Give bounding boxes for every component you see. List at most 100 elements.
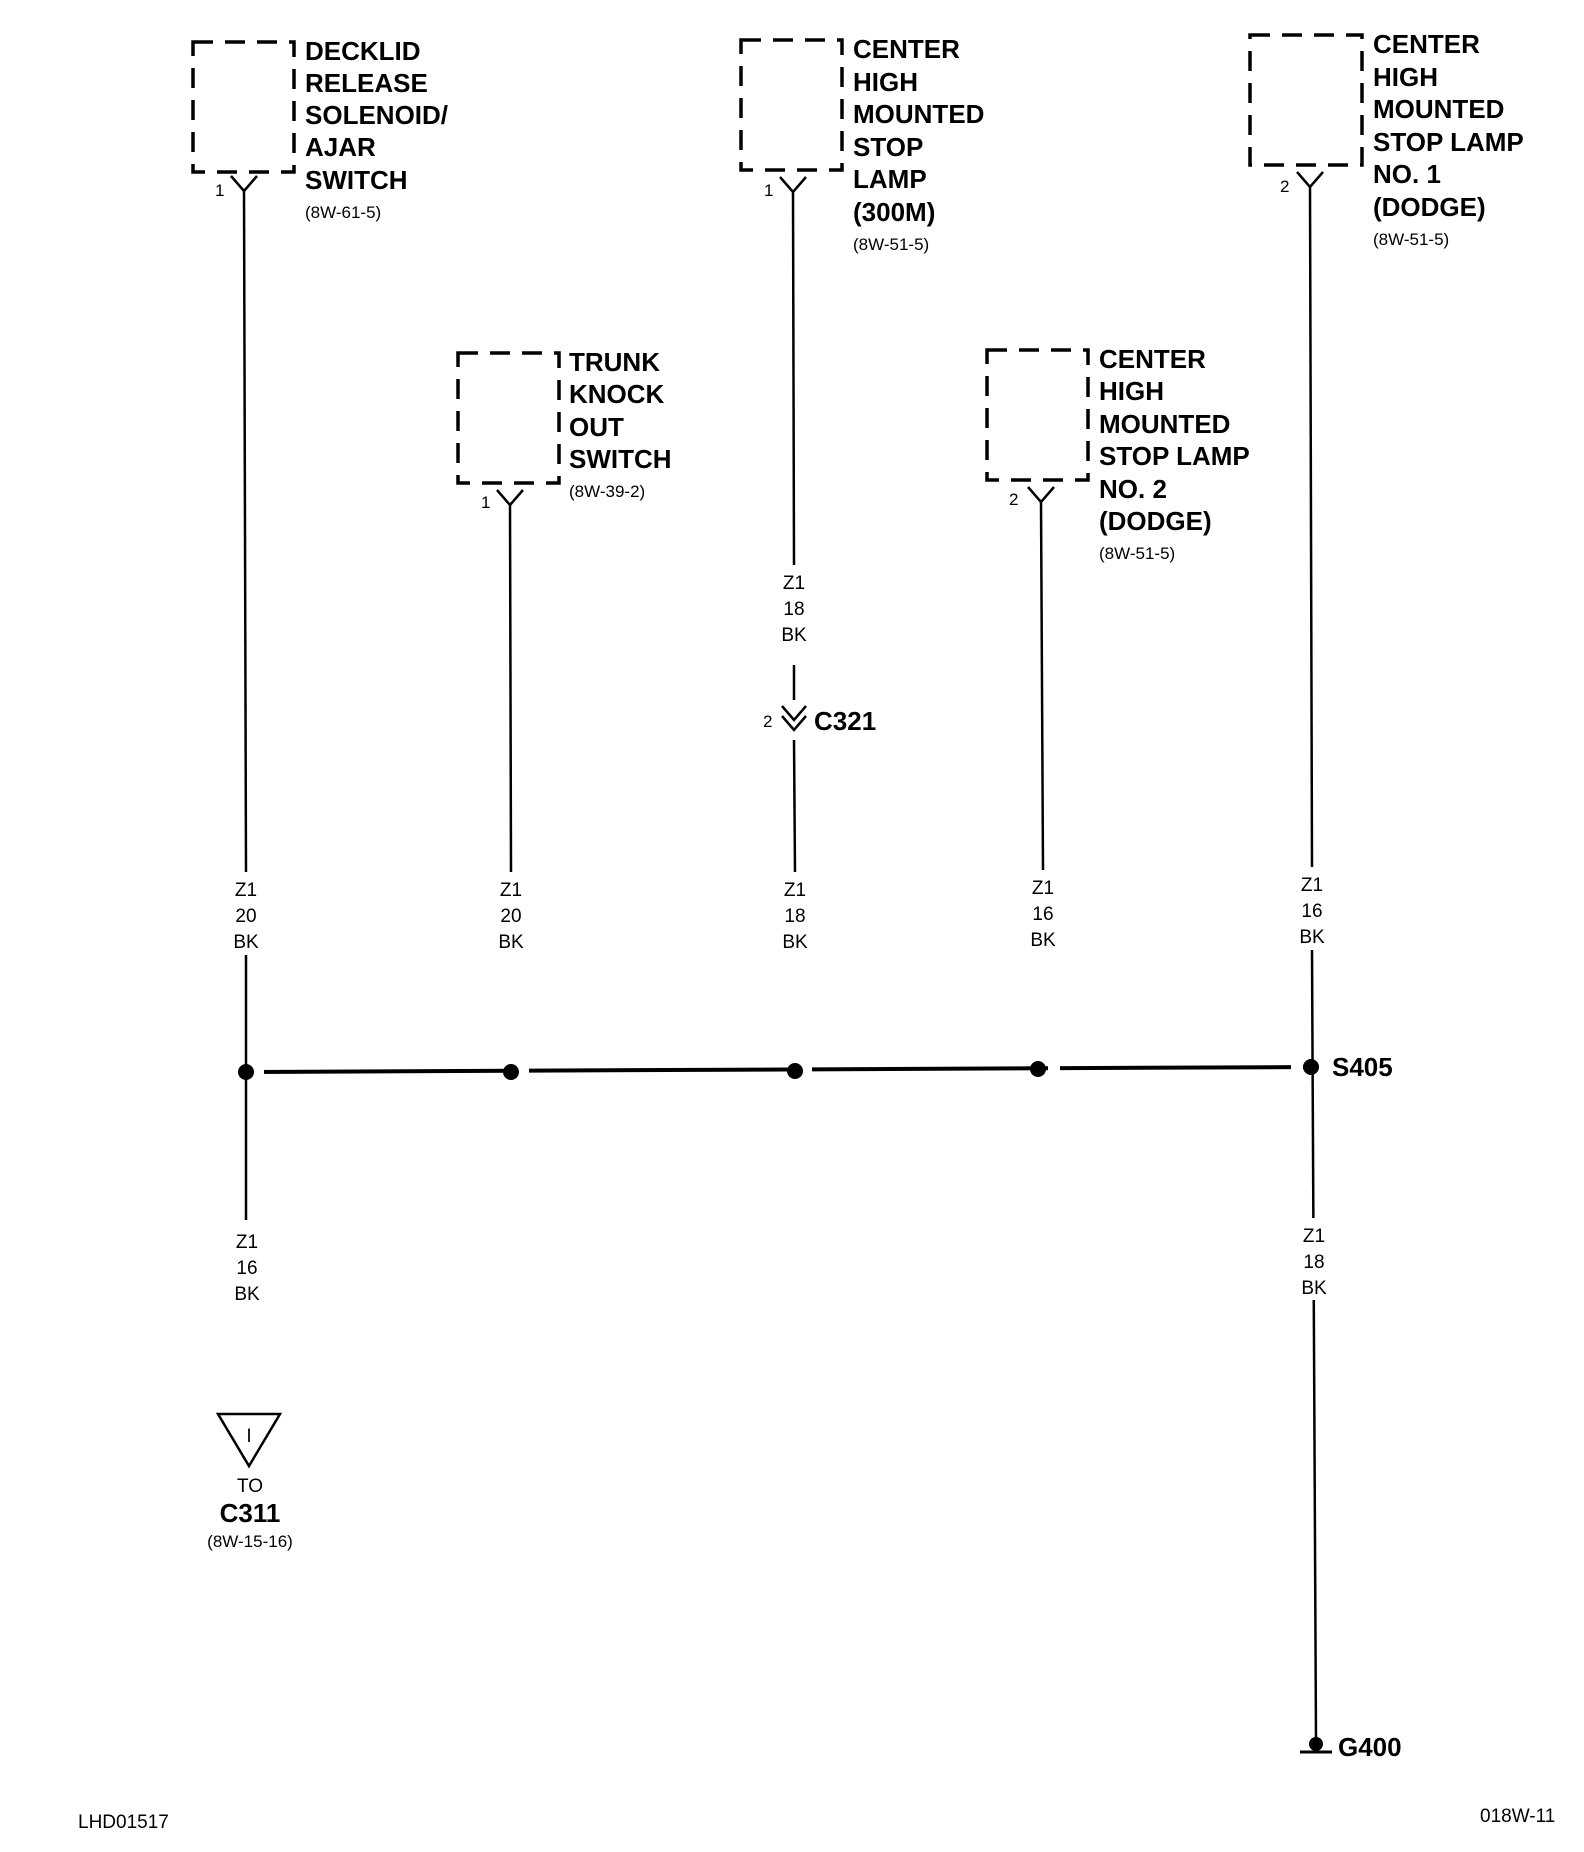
wire-color: BK [498, 932, 524, 953]
wire-color: BK [782, 932, 808, 953]
pin-number: 2 [1009, 490, 1018, 509]
to-connector-name: C311 [220, 1498, 281, 1528]
pin-number: 1 [764, 181, 773, 200]
component-chmsl-no1-dodge: CENTER HIGH MOUNTED STOP LAMP NO. 1 (DOD… [1248, 29, 1524, 249]
wire-color: BK [1030, 930, 1056, 951]
ground-icon [1309, 1737, 1323, 1751]
wire-color: BK [233, 932, 259, 953]
component-label-line: AJAR [305, 132, 376, 162]
pin-number: 2 [1280, 177, 1289, 196]
component-label-line: HIGH [1099, 376, 1164, 406]
component-label-line: NO. 1 [1373, 159, 1441, 189]
wire-gauge: 16 [1032, 904, 1053, 925]
footer-right-id: 018W-11 [1480, 1806, 1555, 1827]
to-connector-c311: I TO C311 (8W-15-16) [207, 1412, 293, 1551]
component-label-line: (DODGE) [1373, 192, 1486, 222]
component-ref: (8W-39-2) [569, 482, 645, 501]
component-label-line: SWITCH [305, 165, 408, 195]
wire-circuit: Z1 [1301, 875, 1323, 896]
wire-label: Z1 16 BK [1288, 867, 1336, 949]
splice-label: S405 [1332, 1052, 1393, 1082]
junction-dot [503, 1064, 519, 1080]
wire-color: BK [234, 1284, 260, 1305]
ground-label: G400 [1338, 1732, 1402, 1762]
wire-segment [508, 504, 513, 873]
component-trunk-knock-out-switch: TRUNK KNOCK OUT SWITCH (8W-39-2) 1 [456, 347, 672, 512]
wire-circuit: Z1 [1032, 878, 1054, 899]
junction-dot [1030, 1061, 1046, 1077]
connector-name: C321 [814, 706, 876, 736]
component-label-line: CENTER [853, 34, 960, 64]
component-label-line: (300M) [853, 197, 935, 227]
to-connector-ref: (8W-15-16) [207, 1532, 293, 1551]
to-label: TO [237, 1476, 263, 1497]
wire-gauge: 18 [1303, 1252, 1324, 1273]
wire-color: BK [1299, 927, 1325, 948]
component-chmsl-300m: CENTER HIGH MOUNTED STOP LAMP (300M) (8W… [739, 34, 984, 254]
component-label-line: CENTER [1373, 29, 1480, 59]
connector-pin: 2 [763, 712, 772, 731]
wire-gauge: 18 [784, 906, 805, 927]
wire-segment [1310, 949, 1318, 1741]
component-label-line: SOLENOID/ [305, 100, 448, 130]
wire-segment [242, 190, 248, 873]
connector-chevron-icon [781, 715, 807, 732]
component-box [456, 351, 561, 485]
junction-dot [787, 1063, 803, 1079]
wire-labels: Z1 18 BK Z1 20 BK Z1 20 BK Z1 18 BK Z1 [222, 565, 1338, 1306]
wire-label: Z1 18 BK [771, 872, 819, 954]
component-label-line: HIGH [853, 67, 918, 97]
component-label-line: TRUNK [569, 347, 660, 377]
component-label-line: RELEASE [305, 68, 428, 98]
component-ref: (8W-51-5) [853, 235, 929, 254]
wire-circuit: Z1 [784, 880, 806, 901]
footer-left-id: LHD01517 [78, 1812, 169, 1833]
component-box [739, 38, 844, 172]
component-ref: (8W-61-5) [305, 203, 381, 222]
component-chmsl-no2-dodge: CENTER HIGH MOUNTED STOP LAMP NO. 2 (DOD… [985, 344, 1250, 563]
pin-number: 1 [215, 181, 224, 200]
component-box [985, 348, 1090, 482]
wire-gauge: 16 [1301, 901, 1322, 922]
wire-label: Z1 20 BK [487, 872, 535, 954]
component-label-line: STOP LAMP [1099, 441, 1250, 471]
component-label-line: KNOCK [569, 379, 665, 409]
component-ref: (8W-51-5) [1373, 230, 1449, 249]
component-decklid-release-solenoid: DECKLID RELEASE SOLENOID/ AJAR SWITCH (8… [191, 36, 448, 222]
component-label-line: MOUNTED [1099, 409, 1230, 439]
wire-label: Z1 20 BK [222, 872, 270, 954]
wire-color: BK [781, 625, 807, 646]
female-terminal-icon [1027, 486, 1055, 504]
wire-color: BK [1301, 1278, 1327, 1299]
wire-segment [1039, 501, 1045, 871]
wire-segments [242, 186, 1318, 1741]
junction-dot [238, 1064, 254, 1080]
component-box [1248, 33, 1364, 167]
wire-segment [792, 739, 797, 873]
component-label-line: (DODGE) [1099, 506, 1212, 536]
wire-circuit: Z1 [1303, 1226, 1325, 1247]
female-terminal-icon [496, 489, 524, 507]
wire-circuit: Z1 [500, 880, 522, 901]
female-terminal-icon [779, 176, 807, 194]
female-terminal-icon [1296, 171, 1324, 189]
wire-gauge: 20 [235, 906, 256, 927]
component-label-line: MOUNTED [1373, 94, 1504, 124]
splice-junctions [238, 1054, 1319, 1086]
wire-circuit: Z1 [235, 880, 257, 901]
component-label-line: STOP [853, 132, 923, 162]
component-label-line: SWITCH [569, 444, 672, 474]
wire-gauge: 16 [236, 1258, 257, 1279]
component-label-line: NO. 2 [1099, 474, 1167, 504]
wire-label: Z1 18 BK [1290, 1218, 1338, 1300]
off-page-connector-icon [215, 1412, 283, 1469]
component-label-line: LAMP [853, 164, 927, 194]
off-page-connector-glyph: I [246, 1426, 251, 1447]
wire-segment [791, 191, 796, 566]
wire-label: Z1 16 BK [1019, 870, 1067, 952]
wire-label: Z1 18 BK [770, 565, 818, 647]
female-terminal-icon [230, 175, 258, 193]
component-label-line: CENTER [1099, 344, 1206, 374]
ground-g400: G400 [1300, 1732, 1402, 1762]
